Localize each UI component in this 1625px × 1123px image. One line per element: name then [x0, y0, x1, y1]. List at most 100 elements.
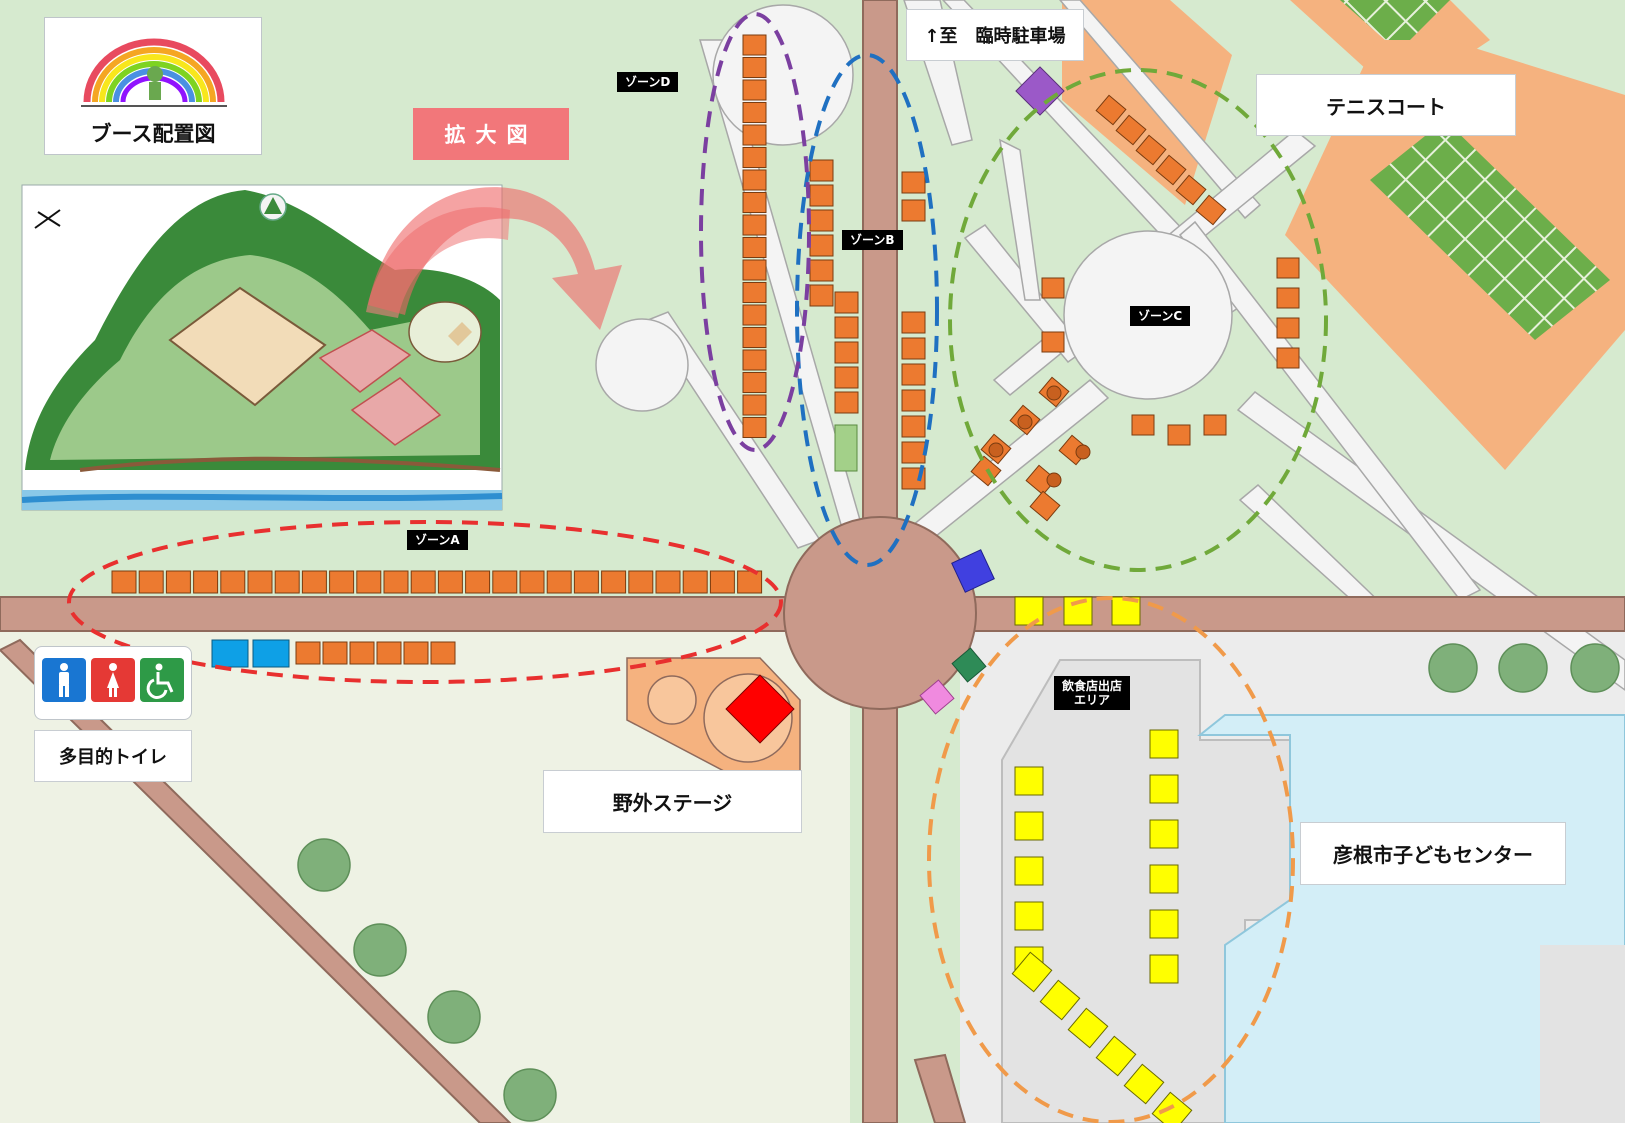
- booth: [834, 316, 859, 339]
- orange-booths: [111, 34, 1300, 665]
- booth: [742, 372, 767, 393]
- booth: [742, 34, 767, 56]
- north-plaza: [712, 4, 854, 146]
- booth: [901, 171, 926, 194]
- booth: [165, 570, 191, 594]
- food-zone-boundary: [927, 596, 1295, 1123]
- teal-booth: [951, 647, 987, 683]
- central-roundabout: [783, 516, 977, 710]
- booth: [301, 570, 327, 594]
- map-title: ブース配置図: [90, 122, 216, 146]
- booth: [247, 570, 273, 594]
- booth: [1195, 194, 1227, 226]
- overview-map-inset: [21, 184, 510, 511]
- booth: [809, 159, 834, 182]
- booth: [901, 337, 926, 360]
- purple-booth: [1015, 66, 1065, 116]
- booth: [437, 570, 463, 594]
- booth: [322, 641, 348, 665]
- booth: [901, 389, 926, 412]
- zone-d-tag: ゾーンD: [617, 72, 679, 92]
- rainbow-logo-icon: [81, 38, 227, 107]
- booth: [742, 102, 767, 123]
- booth: [376, 641, 402, 665]
- food-booth: [1067, 1007, 1109, 1049]
- booth: [383, 570, 409, 594]
- food-booth: [1149, 909, 1179, 939]
- food-booth: [1095, 1035, 1137, 1077]
- west-plaza: [595, 318, 689, 412]
- booth: [742, 57, 767, 78]
- food-booth: [1149, 774, 1179, 804]
- food-area-tag: 飲食店出店 エリア: [1054, 676, 1131, 710]
- trees: [297, 643, 1620, 1122]
- booth: [1276, 317, 1300, 339]
- booth: [356, 570, 382, 594]
- booth: [546, 570, 572, 594]
- booth: [742, 147, 767, 168]
- booth: [742, 304, 767, 326]
- booth: [742, 79, 767, 101]
- food-booth: [1014, 901, 1044, 931]
- booth: [295, 641, 321, 665]
- booth: [742, 417, 767, 438]
- logo-card: ブース配置図: [44, 17, 262, 155]
- food-booth: [1149, 819, 1179, 849]
- green-booth: [834, 424, 858, 472]
- booth: [742, 192, 767, 213]
- booth: [492, 570, 518, 594]
- booth: [1135, 134, 1167, 166]
- booth: [274, 570, 300, 594]
- booth: [742, 259, 767, 281]
- tennis-court-label: テニスコート: [1256, 74, 1516, 136]
- booth: [1276, 347, 1300, 369]
- booth: [1276, 257, 1300, 279]
- food-booth: [1149, 729, 1179, 759]
- wheelchair-icon: [140, 658, 184, 702]
- zone-a-tag: ゾーンA: [407, 530, 468, 550]
- food-booth: [1039, 979, 1081, 1021]
- kids-center-building: [1001, 659, 1625, 1123]
- booth: [655, 570, 681, 594]
- booth: [193, 570, 219, 594]
- booth: [403, 641, 429, 665]
- booth: [834, 366, 859, 389]
- booth: [1041, 277, 1065, 299]
- pink-booth: [919, 679, 955, 715]
- booth: [742, 124, 767, 146]
- zone-d-boundary: [699, 12, 811, 452]
- booth: [220, 570, 246, 594]
- booth: [349, 641, 375, 665]
- booth: [410, 570, 436, 594]
- booth: [1167, 424, 1191, 446]
- booth: [809, 209, 834, 232]
- booth: [1203, 414, 1227, 436]
- food-booth: [1149, 954, 1179, 984]
- booth: [901, 441, 926, 464]
- female-toilet-icon: [91, 658, 135, 702]
- booth: [111, 570, 137, 594]
- booth: [1175, 174, 1207, 206]
- booth: [742, 237, 767, 258]
- food-booths: [1011, 596, 1193, 1123]
- booth: [1131, 414, 1155, 436]
- booth: [742, 327, 767, 348]
- zone-b-boundary: [795, 53, 939, 567]
- booth: [809, 184, 834, 207]
- booth: [742, 282, 767, 303]
- food-booth: [1014, 766, 1044, 796]
- booth: [901, 199, 926, 222]
- booth: [901, 311, 926, 334]
- compass-icon: [34, 209, 61, 229]
- booth: [742, 169, 767, 191]
- booth: [901, 415, 926, 438]
- parking-label: ↑至 臨時駐車場: [906, 9, 1084, 61]
- booth: [682, 570, 708, 594]
- zone-c-boundary: [948, 68, 1328, 572]
- food-booth: [1014, 811, 1044, 841]
- booth: [1276, 287, 1300, 309]
- booth: [519, 570, 545, 594]
- booth: [742, 394, 767, 416]
- booth: [834, 391, 859, 414]
